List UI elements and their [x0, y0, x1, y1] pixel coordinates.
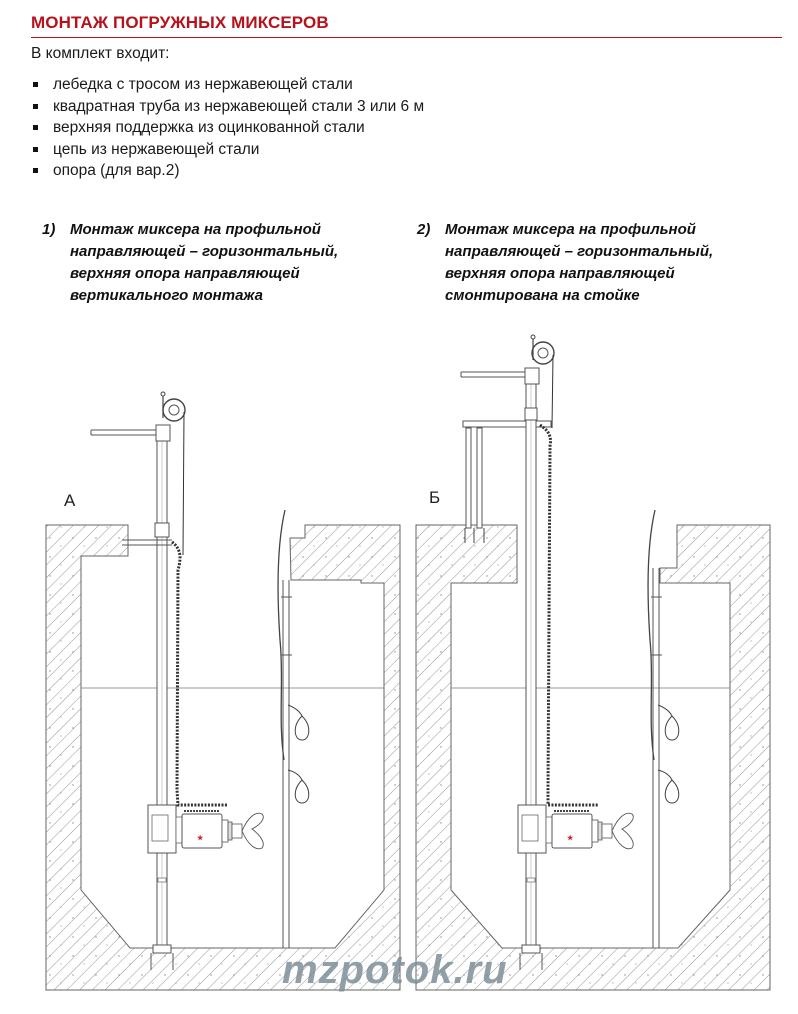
- diagram-a: А ★: [45, 391, 401, 991]
- variant-caption-line: верхняя опора направляющей: [445, 265, 675, 282]
- winch-icon: [162, 398, 186, 422]
- support-stand: [462, 420, 552, 428]
- square-bullet-icon: [33, 82, 38, 87]
- kit-item: лебедка с тросом из нержавеющей стали: [31, 74, 424, 96]
- chain: [539, 423, 598, 807]
- float-switch-icon: [664, 779, 680, 804]
- svg-text:★: ★: [567, 834, 574, 842]
- kit-item: верхняя поддержка из оцинкованной стали: [31, 117, 424, 139]
- kit-item-label: опора (для вар.2): [53, 162, 180, 180]
- kit-item: опора (для вар.2): [31, 160, 424, 182]
- variant-1-caption: 1) Монтаж миксера на профильной направля…: [42, 219, 382, 309]
- variant-2-caption: 2) Монтаж миксера на профильной направля…: [417, 219, 777, 309]
- kit-list: лебедка с тросом из нержавеющей стали кв…: [31, 74, 424, 182]
- watermark: mzpotok.ru: [282, 948, 508, 992]
- kit-item: квадратная труба из нержавеющей стали 3 …: [31, 96, 424, 118]
- square-bullet-icon: [33, 146, 38, 152]
- square-bullet-icon: [33, 125, 38, 131]
- variant-caption-line: направляющей – горизонтальный,: [70, 243, 339, 260]
- variant-caption-line: Монтаж миксера на профильной: [70, 221, 321, 238]
- mixer-a: [147, 804, 265, 854]
- kit-item: цепь из нержавеющей стали: [31, 139, 424, 161]
- variant-caption-line: смонтирована на стойке: [445, 287, 640, 304]
- variant-caption-line: направляющей – горизонтальный,: [445, 243, 714, 260]
- kit-item-label: верхняя поддержка из оцинкованной стали: [53, 119, 365, 137]
- square-bullet-icon: [33, 168, 38, 174]
- variant-caption-line: вертикального монтажа: [70, 287, 263, 304]
- kit-item-label: цепь из нержавеющей стали: [53, 140, 260, 158]
- diagram-a-label: А: [64, 491, 76, 510]
- float-switch-icon: [294, 779, 310, 804]
- float-switch-icon: [294, 715, 310, 741]
- kit-item-label: лебедка с тросом из нержавеющей стали: [53, 76, 353, 93]
- svg-text:★: ★: [197, 834, 204, 842]
- variant-caption-line: Монтаж миксера на профильной: [445, 221, 696, 238]
- kit-intro: В комплект входит:: [31, 45, 170, 62]
- chain: [171, 540, 228, 807]
- square-bullet-icon: [33, 103, 38, 109]
- diagram-b: Б ★: [415, 334, 771, 991]
- diagram-b-label: Б: [429, 488, 440, 507]
- winch-icon: [531, 341, 555, 365]
- variant-caption-line: верхняя опора направляющей: [70, 265, 300, 282]
- variant-number: 2): [417, 221, 431, 238]
- title-divider: [31, 37, 782, 38]
- page-title: МОНТАЖ ПОГРУЖНЫХ МИКСЕРОВ: [31, 13, 329, 32]
- kit-item-label: квадратная труба из нержавеющей стали 3 …: [53, 97, 425, 115]
- variant-number: 1): [42, 221, 56, 238]
- mixer-b: [517, 804, 635, 854]
- float-switch-icon: [664, 715, 680, 741]
